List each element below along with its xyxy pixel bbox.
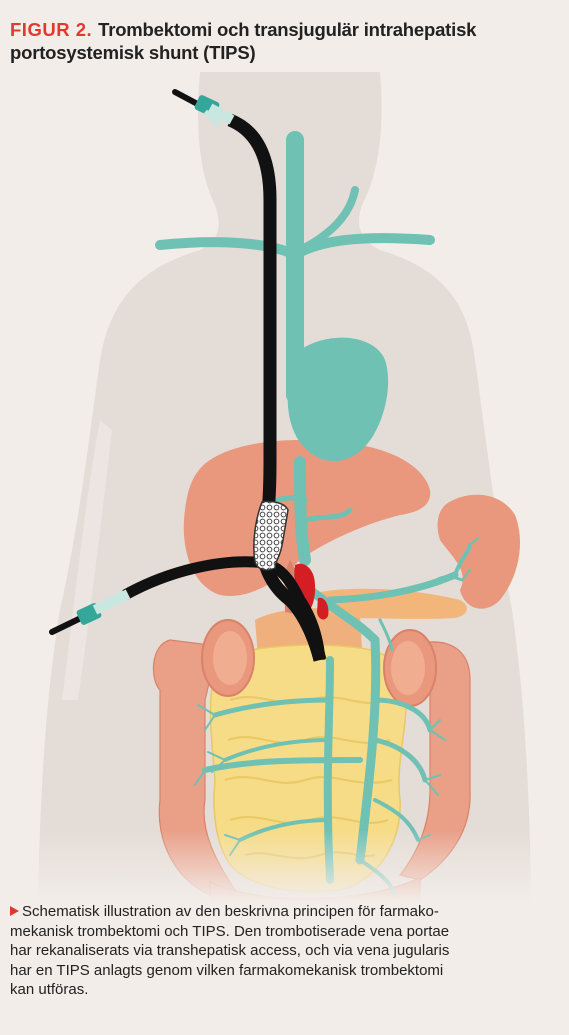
caption-line: mekanisk trombektomi och TIPS. Den tromb…: [10, 922, 560, 942]
figure-caption: Schematisk illustration av den beskrivna…: [10, 902, 560, 1000]
illustration: [0, 72, 569, 902]
bowel-ring-left: [202, 620, 254, 696]
caption-triangle-icon: [10, 906, 19, 916]
figure-label: FIGUR 2.: [10, 19, 92, 40]
caption-line: har rekanaliserats via transhepatisk acc…: [10, 941, 560, 961]
caption-line: Schematisk illustration av den beskrivna…: [10, 902, 560, 922]
figure-title: FIGUR 2.Trombektomi och transjugulär int…: [10, 18, 565, 64]
caption-line: kan utföras.: [10, 980, 560, 1000]
bowel-ring-right: [384, 630, 436, 706]
caption-line: har en TIPS anlagts genom vilken farmako…: [10, 961, 560, 981]
